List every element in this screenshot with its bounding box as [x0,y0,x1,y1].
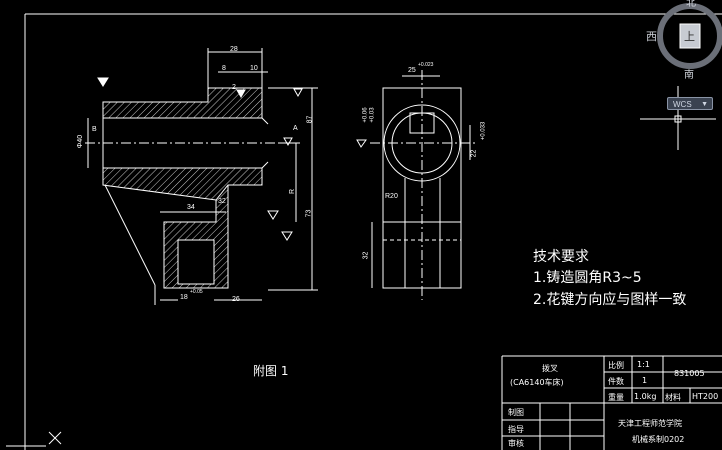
dim-18-tol: +0.05 [190,289,203,295]
dim-2: 2 [232,84,236,91]
dim-26: 26 [232,296,240,303]
scale-label: 比例 [608,361,624,370]
tech-req-item-2: 2.花键方向应与图样一致 [533,292,687,308]
compass-west[interactable]: 西 [646,30,657,43]
viewcube[interactable]: 北 南 西 上 [646,0,722,81]
dim-10: 10 [250,65,258,72]
dim-r: R [289,188,297,195]
qty-label: 件数 [608,377,624,386]
dim-18: 18 [180,294,188,301]
drawn-label: 制图 [508,408,524,417]
compass-south[interactable]: 南 [684,70,694,81]
dim-tol-a: +0.06 [362,107,369,123]
tech-req-title: 技术要求 [533,249,589,265]
dim-22-tol: +0.033 [480,121,487,141]
dim-25: 25 [408,67,416,74]
drawing-number: 831005 [674,369,705,378]
weight-value: 1.0kg [634,392,657,401]
dim-22: 22 [470,149,478,158]
side-view [356,70,475,300]
wcs-dropdown[interactable]: WCS ▼ [667,97,713,110]
viewcube-ring-icon [657,3,722,69]
dim-28: 28 [230,46,238,53]
front-section-view [85,48,318,305]
material-label: 材料 [665,393,681,402]
viewcube-face-top[interactable]: 上 [684,30,695,43]
crosshair-cursor [640,86,716,150]
dim-34: 34 [187,204,195,211]
dim-phi40: Φ40 [77,134,85,149]
dim-25-tol: +0.023 [418,62,434,68]
dim-87: 87 [306,115,314,124]
review-label: 审核 [508,439,524,448]
class-name: 机械系制0202 [632,435,685,444]
dim-73: 73 [305,209,313,218]
machine-name: (CA6140车床) [510,378,564,387]
dim-tol-b: +0.03 [369,107,376,123]
compass-north[interactable]: 北 [686,0,696,9]
scale-value: 1:1 [637,360,650,369]
weight-label: 重量 [608,393,624,402]
dim-r20: R20 [385,193,398,200]
material-value: HT200 [692,392,719,401]
school-name: 天津工程师范学院 [618,419,682,428]
figure-caption: 附图 1 [253,364,289,378]
ucs-icon [6,431,62,447]
advisor-label: 指导 [508,425,524,434]
dim-32b: 32 [362,251,370,260]
wcs-label: WCS [673,100,692,109]
dim-32a: 32 [218,198,226,205]
dim-label-a: A [293,125,298,132]
dim-label-b: B [92,126,97,133]
title-block [501,355,722,450]
dim-8: 8 [222,65,226,72]
tech-req-item-1: 1.铸造圆角R3~5 [533,270,642,286]
chevron-down-icon: ▼ [701,101,708,108]
qty-value: 1 [642,376,648,385]
part-name: 拨叉 [542,364,558,373]
